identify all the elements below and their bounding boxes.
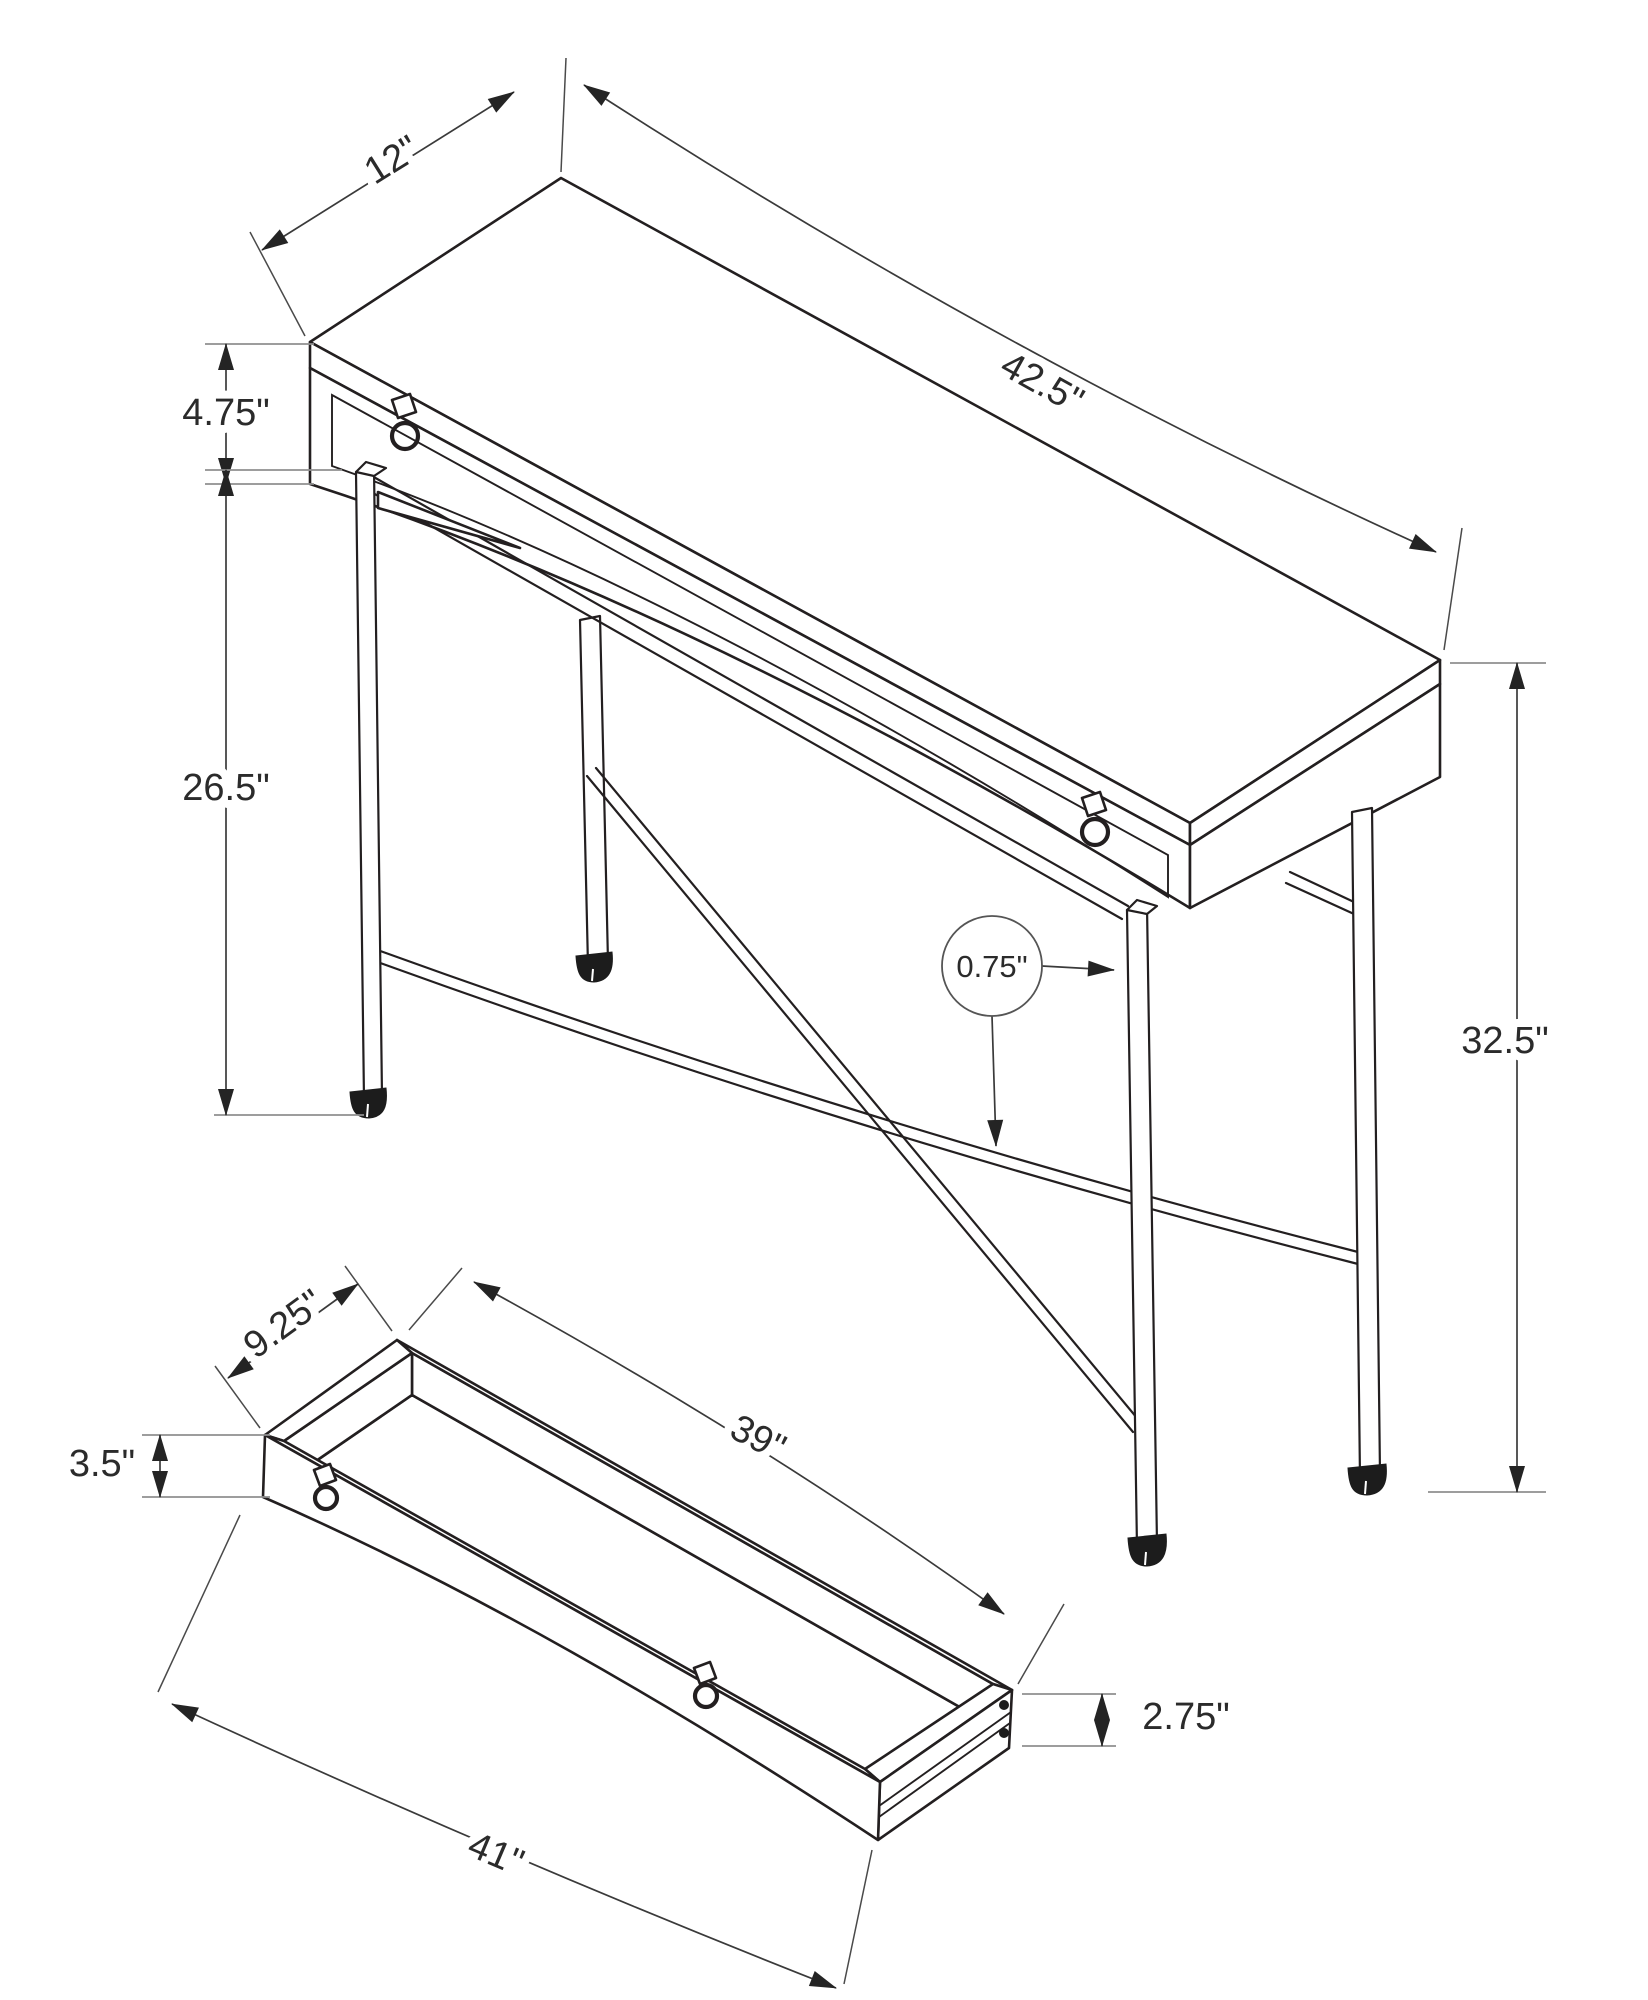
drawer-slide-rail: [878, 1722, 1011, 1818]
dimension-drawer-front-height: 3.5": [61, 1434, 270, 1498]
slide-screw: [999, 1700, 1009, 1710]
dim-label-drawer-outer-length: 41": [462, 1824, 530, 1884]
dim-label-leg-clearance: 26.5": [182, 767, 269, 809]
rear-left-leg: [578, 614, 610, 968]
dim-label-apron-height: 4.75": [182, 392, 269, 434]
leg-foot: [1127, 1533, 1167, 1567]
drawer-front-outline: [331, 393, 1169, 899]
front-right-leg: [1125, 904, 1159, 1550]
back-rail: [1284, 870, 1356, 916]
front-left-leg: [354, 466, 384, 1102]
apron-end-face: [1188, 682, 1442, 910]
dim-label-tube-size: 0.75": [956, 949, 1027, 984]
table-base-frame: [349, 460, 1387, 1567]
table-isometric-view: 12" 42.5" 4.75" 26.5" 32.5": [174, 57, 1557, 1567]
front-rail: [364, 474, 1130, 921]
dim-label-drawer-inner-length: 39": [724, 1407, 793, 1470]
leg-foot: [349, 1087, 387, 1119]
dimension-apron-height: 4.75": [174, 343, 314, 485]
dimension-tube-size: 0.75": [941, 915, 1115, 1147]
table-top-box: [308, 176, 1442, 910]
rail-gusset: [376, 490, 522, 550]
dimension-drawer-side-height: 2.75": [1022, 1688, 1238, 1747]
dim-label-total-height: 32.5": [1461, 1020, 1548, 1062]
ring-pull-icon: [389, 392, 421, 452]
dim-label-drawer-depth: 9.25": [236, 1282, 331, 1367]
leg-foot: [575, 951, 613, 983]
front-right-leg-cap: [1125, 898, 1159, 916]
ring-pull-icon: [312, 1462, 340, 1512]
slide-screw: [999, 1728, 1009, 1738]
dimension-leg-clearance: 26.5": [174, 469, 364, 1116]
drawer-isometric-view: 9.25" 39" 3.5" 41" 2.75": [61, 1265, 1238, 1989]
rear-right-leg: [1350, 806, 1382, 1480]
ring-pull-icon: [692, 1660, 720, 1710]
drawer-floor: [282, 1393, 995, 1813]
ring-pull-icon: [1079, 790, 1111, 848]
drawer-slide-rail: [878, 1711, 1012, 1807]
front-left-leg-cap: [354, 460, 388, 478]
dimension-total-height: 32.5": [1428, 662, 1557, 1493]
leg-foot: [1347, 1463, 1387, 1496]
dim-label-drawer-side-height: 2.75": [1142, 1696, 1229, 1738]
dim-label-table-length: 42.5": [994, 344, 1091, 423]
tube-size-callout-circle: [941, 915, 1043, 1017]
drawer-box: [261, 1338, 1014, 1842]
x-brace: [370, 766, 1360, 1434]
dim-label-drawer-front-height: 3.5": [69, 1443, 135, 1485]
